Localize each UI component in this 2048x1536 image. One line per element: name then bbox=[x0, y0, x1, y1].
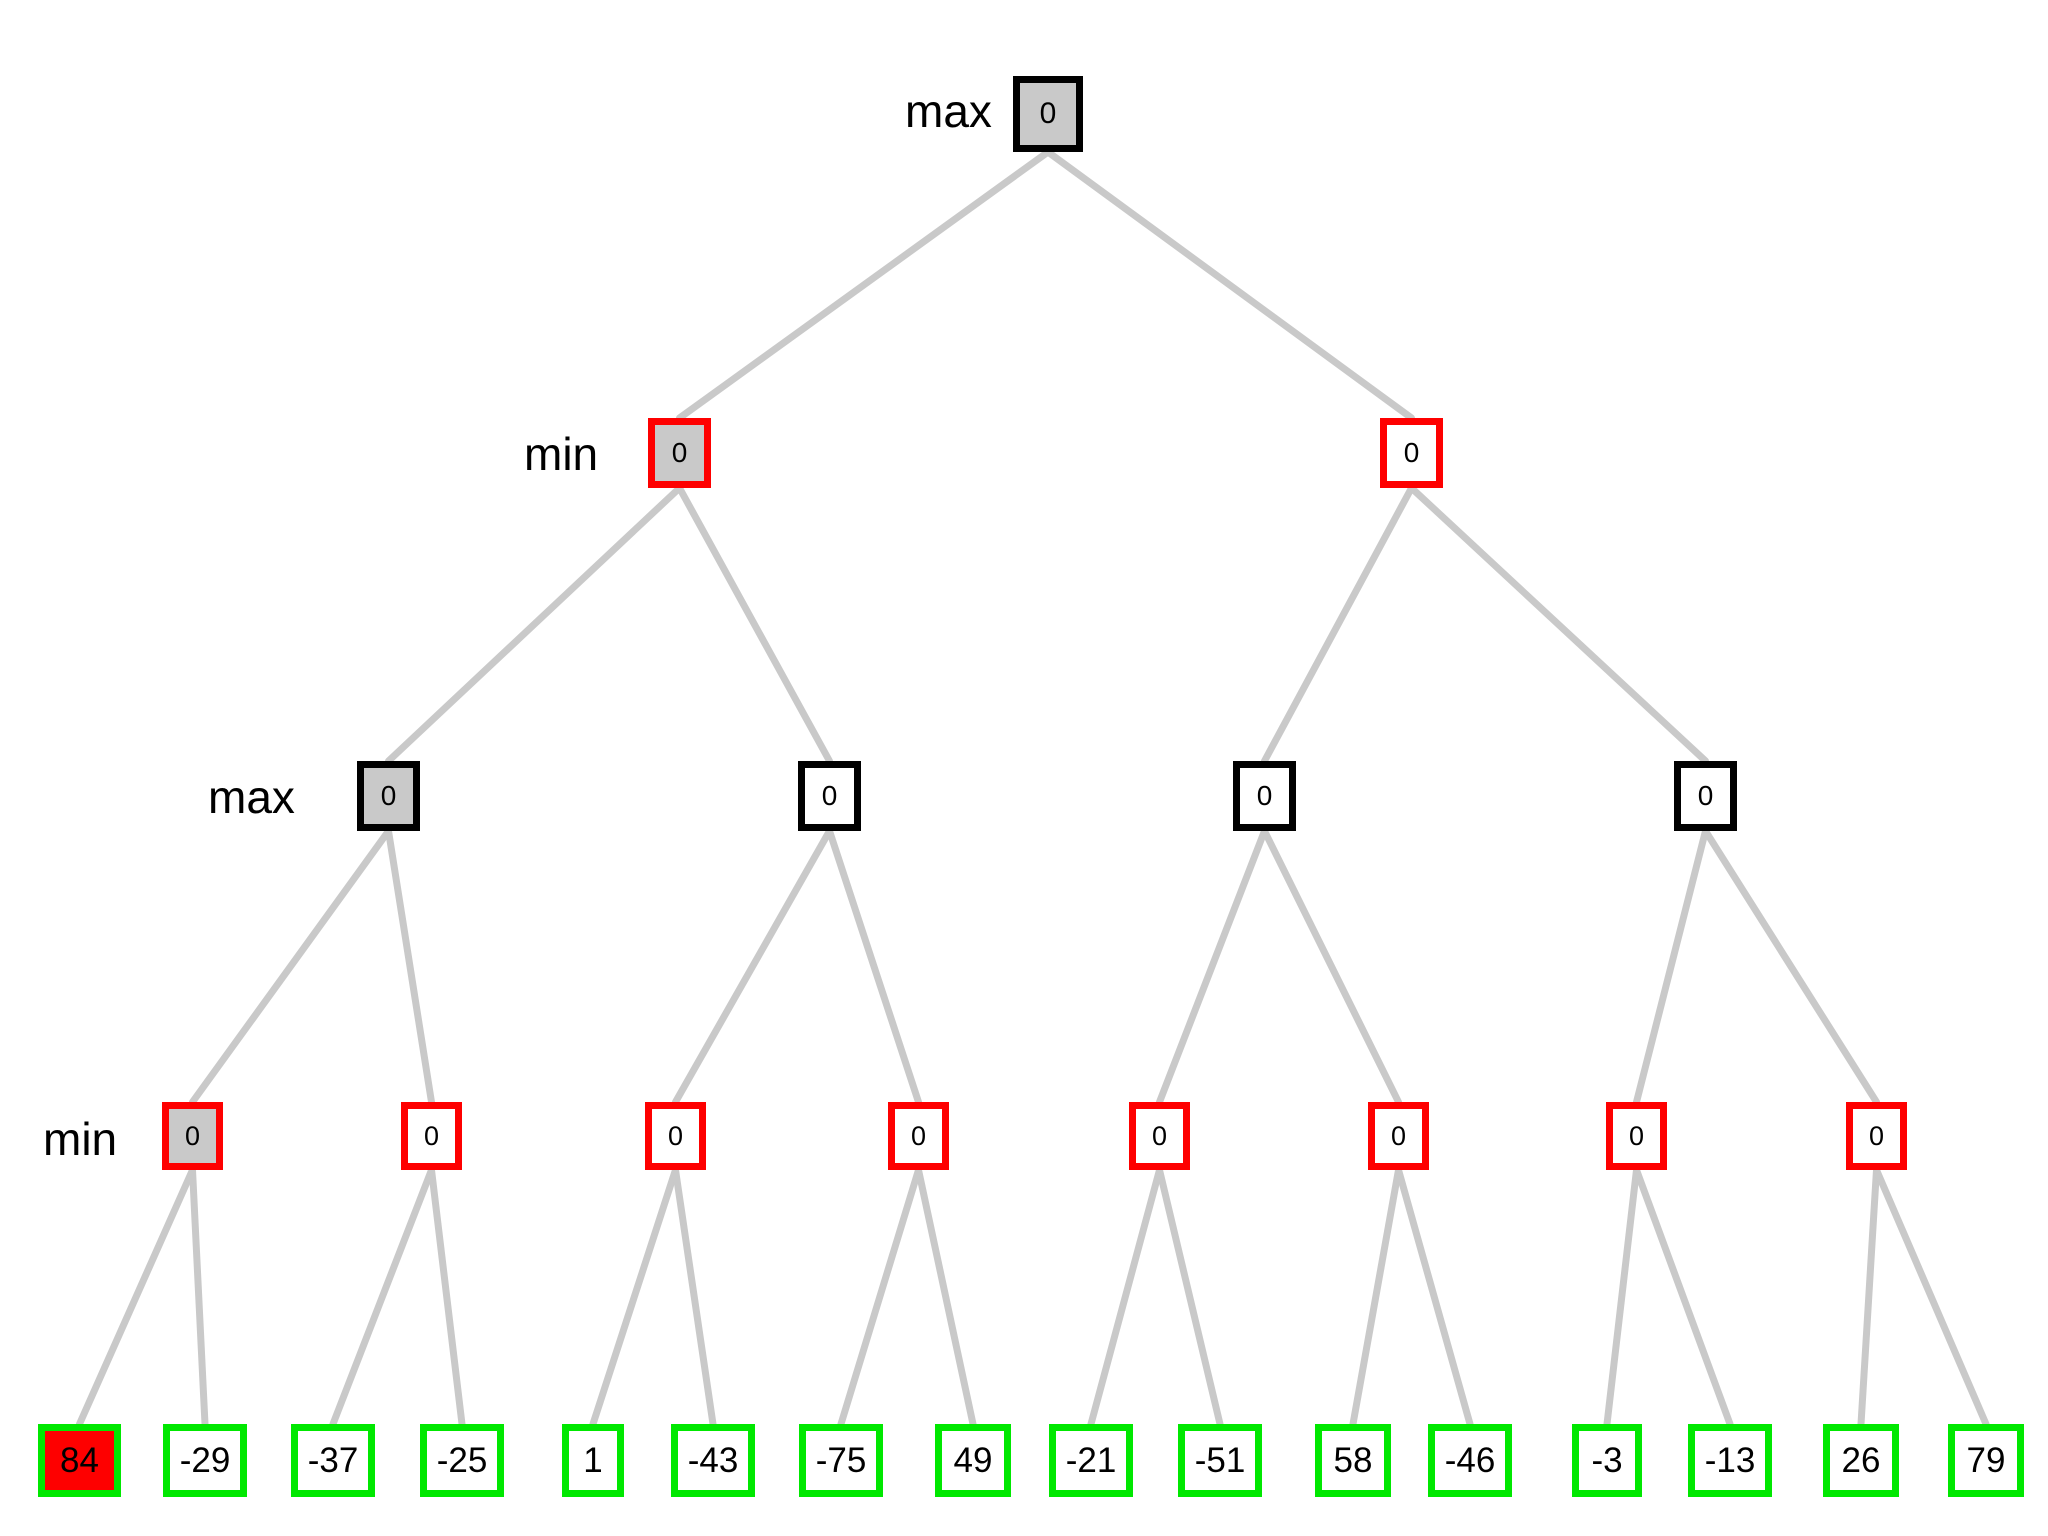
node-value: -29 bbox=[179, 1441, 231, 1480]
tree-edge bbox=[1261, 484, 1415, 765]
min-node-1[interactable]: 0 bbox=[401, 1102, 462, 1170]
leaf-node-11[interactable]: -46 bbox=[1428, 1424, 1512, 1497]
node-value: 0 bbox=[1151, 1120, 1168, 1151]
leaf-node-14[interactable]: 26 bbox=[1823, 1424, 1899, 1497]
leaf-node-0[interactable]: 84 bbox=[38, 1424, 121, 1497]
node-value: 26 bbox=[1841, 1441, 1881, 1480]
node-value: 0 bbox=[821, 780, 838, 811]
max-node-0[interactable]: 0 bbox=[357, 761, 420, 831]
tree-edge bbox=[1087, 1166, 1163, 1428]
node-value: 0 bbox=[1256, 780, 1273, 811]
min-node-7[interactable]: 0 bbox=[1846, 1102, 1907, 1170]
tree-edge bbox=[1349, 1166, 1402, 1428]
row-label-max-2: max bbox=[208, 771, 295, 823]
node-value: 0 bbox=[1868, 1120, 1885, 1151]
node-value: -43 bbox=[687, 1441, 739, 1480]
tree-edge bbox=[189, 827, 392, 1106]
tree-edge bbox=[672, 1166, 717, 1428]
tree-edge bbox=[385, 484, 683, 765]
tree-edge bbox=[1633, 1166, 1734, 1428]
row-label-max-1: max bbox=[905, 85, 992, 137]
leaf-node-8[interactable]: -21 bbox=[1049, 1424, 1133, 1497]
node-value: 0 bbox=[1697, 780, 1714, 811]
node-value: -3 bbox=[1591, 1441, 1623, 1480]
tree-edge bbox=[915, 1166, 977, 1428]
node-value: -25 bbox=[436, 1441, 488, 1480]
min-node-3[interactable]: 0 bbox=[888, 1102, 949, 1170]
tree-edge bbox=[1408, 484, 1709, 765]
leaf-node-9[interactable]: -51 bbox=[1178, 1424, 1262, 1497]
tree-edge bbox=[837, 1166, 922, 1428]
tree-edge bbox=[1603, 1166, 1640, 1428]
tree-edge bbox=[1702, 827, 1880, 1106]
node-value: -21 bbox=[1065, 1441, 1117, 1480]
tree-edge bbox=[676, 148, 1052, 422]
max-node-0[interactable]: 0 bbox=[1013, 76, 1083, 152]
tree-edge bbox=[428, 1166, 466, 1428]
tree-edge bbox=[826, 827, 922, 1106]
row-label-min-1: min bbox=[524, 428, 599, 480]
node-value: 79 bbox=[1966, 1441, 2006, 1480]
row-label-min-2: min bbox=[43, 1113, 118, 1165]
max-node-1[interactable]: 0 bbox=[798, 761, 861, 831]
node-value: 0 bbox=[184, 1120, 201, 1151]
tree-edge bbox=[676, 484, 833, 765]
leaf-node-4[interactable]: 1 bbox=[562, 1424, 624, 1497]
tree-edge bbox=[1044, 148, 1415, 422]
node-value: 49 bbox=[953, 1441, 993, 1480]
min-node-6[interactable]: 0 bbox=[1606, 1102, 1667, 1170]
tree-edge bbox=[672, 827, 833, 1106]
max-node-2[interactable]: 0 bbox=[1233, 761, 1296, 831]
leaf-node-2[interactable]: -37 bbox=[291, 1424, 375, 1497]
node-value: 0 bbox=[1628, 1120, 1645, 1151]
leaf-node-7[interactable]: 49 bbox=[935, 1424, 1011, 1497]
node-value: 58 bbox=[1333, 1441, 1373, 1480]
node-value: 0 bbox=[667, 1120, 684, 1151]
node-value: 0 bbox=[1390, 1120, 1407, 1151]
min-node-4[interactable]: 0 bbox=[1129, 1102, 1190, 1170]
node-value: 84 bbox=[60, 1441, 99, 1480]
tree-edge bbox=[1156, 1166, 1224, 1428]
min-node-5[interactable]: 0 bbox=[1368, 1102, 1429, 1170]
tree-edge bbox=[1156, 827, 1268, 1106]
leaf-node-13[interactable]: -13 bbox=[1688, 1424, 1772, 1497]
node-value: 0 bbox=[423, 1120, 440, 1151]
leaf-node-3[interactable]: -25 bbox=[420, 1424, 504, 1497]
leaf-node-5[interactable]: -43 bbox=[671, 1424, 755, 1497]
leaf-node-1[interactable]: -29 bbox=[163, 1424, 247, 1497]
node-value: -13 bbox=[1704, 1441, 1756, 1480]
node-value: 0 bbox=[1403, 437, 1420, 468]
tree-edge bbox=[1633, 827, 1709, 1106]
node-value: -51 bbox=[1194, 1441, 1246, 1480]
node-value: 0 bbox=[910, 1120, 927, 1151]
tree-edge bbox=[589, 1166, 679, 1428]
leaf-node-6[interactable]: -75 bbox=[799, 1424, 883, 1497]
tree-edge bbox=[189, 1166, 209, 1428]
min-node-0[interactable]: 0 bbox=[162, 1102, 223, 1170]
tree-edge bbox=[1261, 827, 1402, 1106]
node-value: -37 bbox=[307, 1441, 359, 1480]
node-value: 0 bbox=[1039, 97, 1057, 130]
tree-edge bbox=[329, 1166, 435, 1428]
node-value: 1 bbox=[583, 1441, 603, 1480]
leaf-node-15[interactable]: 79 bbox=[1948, 1424, 2024, 1497]
min-node-1[interactable]: 0 bbox=[1380, 418, 1443, 488]
tree-edge bbox=[385, 827, 435, 1106]
min-node-0[interactable]: 0 bbox=[648, 418, 711, 488]
min-node-2[interactable]: 0 bbox=[645, 1102, 706, 1170]
leaf-node-12[interactable]: -3 bbox=[1572, 1424, 1642, 1497]
node-value: -46 bbox=[1444, 1441, 1496, 1480]
tree-edge bbox=[1857, 1166, 1880, 1428]
tree-edge bbox=[1873, 1166, 1990, 1428]
leaf-node-10[interactable]: 58 bbox=[1315, 1424, 1391, 1497]
tree-edge bbox=[1395, 1166, 1474, 1428]
node-value: -75 bbox=[815, 1441, 867, 1480]
node-value: 0 bbox=[671, 437, 688, 468]
max-node-3[interactable]: 0 bbox=[1674, 761, 1737, 831]
tree-edge bbox=[76, 1166, 196, 1428]
node-value: 0 bbox=[380, 780, 397, 811]
